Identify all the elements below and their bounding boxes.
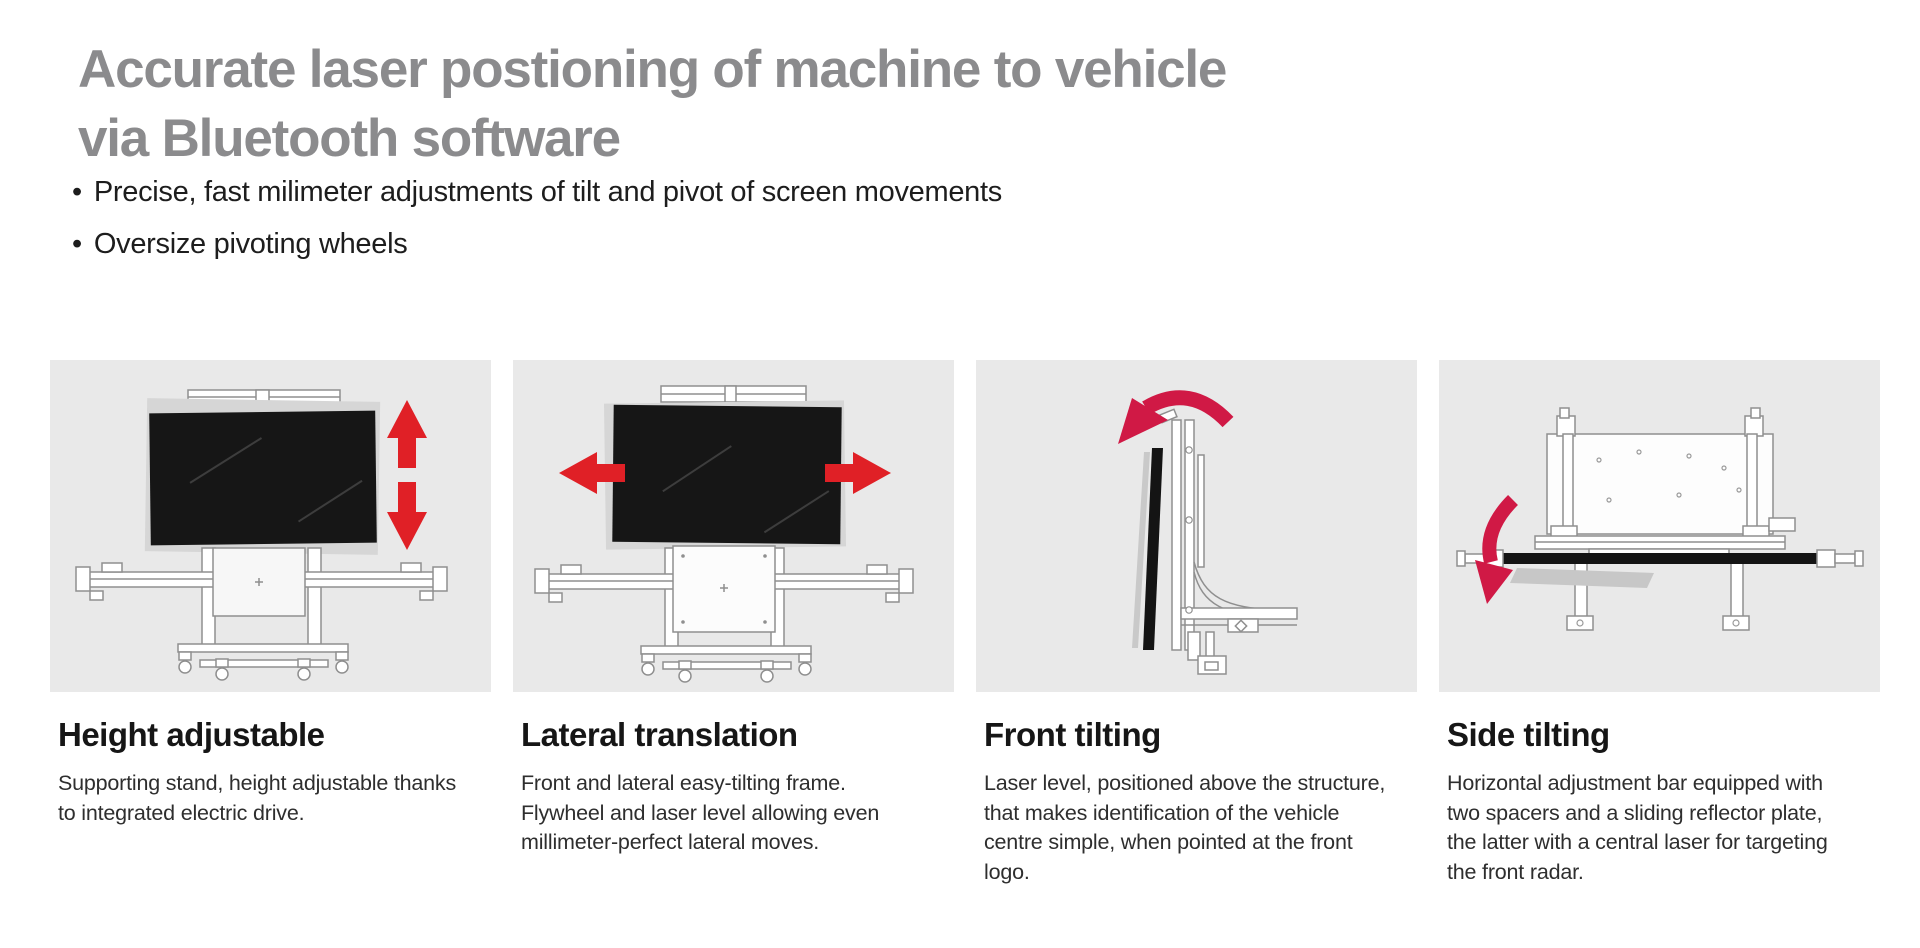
side-tilting-illustration xyxy=(1439,360,1880,692)
page-title-line2: via Bluetooth software xyxy=(78,108,621,168)
card-title: Side tilting xyxy=(1447,716,1610,753)
feature-card-lateral-translation: Lateral translation Front and lateral ea… xyxy=(513,360,954,888)
stand-top-view-drawing xyxy=(1456,407,1864,631)
card-body: Horizontal adjustment bar equipped with … xyxy=(1447,771,1828,884)
bullet-text-2: Oversize pivoting wheels xyxy=(93,228,408,260)
curved-arrow-ccw-icon xyxy=(1118,390,1234,444)
bullet-text-1: Precise, fast milimeter adjustments of t… xyxy=(93,176,1002,208)
page-title: Accurate laser postioning of machine to … xyxy=(78,36,1227,174)
bullet-item-2: • Oversize pivoting wheels xyxy=(72,230,1002,259)
feature-card-height-adjustable: Height adjustable Supporting stand, heig… xyxy=(50,360,491,888)
card-body: Supporting stand, height adjustable than… xyxy=(58,771,457,825)
card-title: Front tilting xyxy=(984,716,1161,753)
up-down-arrow-icon xyxy=(387,400,427,550)
lateral-translation-illustration xyxy=(513,360,954,692)
curved-arrow-down-icon xyxy=(1475,495,1519,604)
bullet-marker: • xyxy=(72,228,82,260)
page-title-line1: Accurate laser postioning of machine to … xyxy=(78,40,1227,99)
card-title: Lateral translation xyxy=(521,716,798,753)
header: Accurate laser postioning of machine to … xyxy=(78,36,1227,174)
card-body: Laser level, positioned above the struct… xyxy=(984,771,1386,884)
front-tilting-illustration xyxy=(976,360,1417,692)
screen-edge xyxy=(1143,448,1163,650)
left-right-arrow-icon xyxy=(559,452,891,494)
screen xyxy=(612,404,842,545)
feature-card-front-tilting: Front tilting Laser level, positioned ab… xyxy=(976,360,1417,888)
card-title: Height adjustable xyxy=(58,716,325,753)
stand-side-view-drawing xyxy=(1118,390,1298,675)
card-body: Front and lateral easy-tilting frame. Fl… xyxy=(521,771,880,855)
height-adjustable-illustration xyxy=(50,360,491,692)
stand-front-view-drawing xyxy=(534,385,914,683)
feature-card-side-tilting: Side tilting Horizontal adjustment bar e… xyxy=(1439,360,1880,888)
feature-cards: Height adjustable Supporting stand, heig… xyxy=(50,360,1880,888)
bullet-item-1: • Precise, fast milimeter adjustments of … xyxy=(72,178,1002,207)
bullet-marker: • xyxy=(72,176,82,208)
screen xyxy=(149,410,377,546)
feature-bullets: • Precise, fast milimeter adjustments of … xyxy=(72,178,1002,282)
stand-front-view-drawing xyxy=(75,389,448,681)
